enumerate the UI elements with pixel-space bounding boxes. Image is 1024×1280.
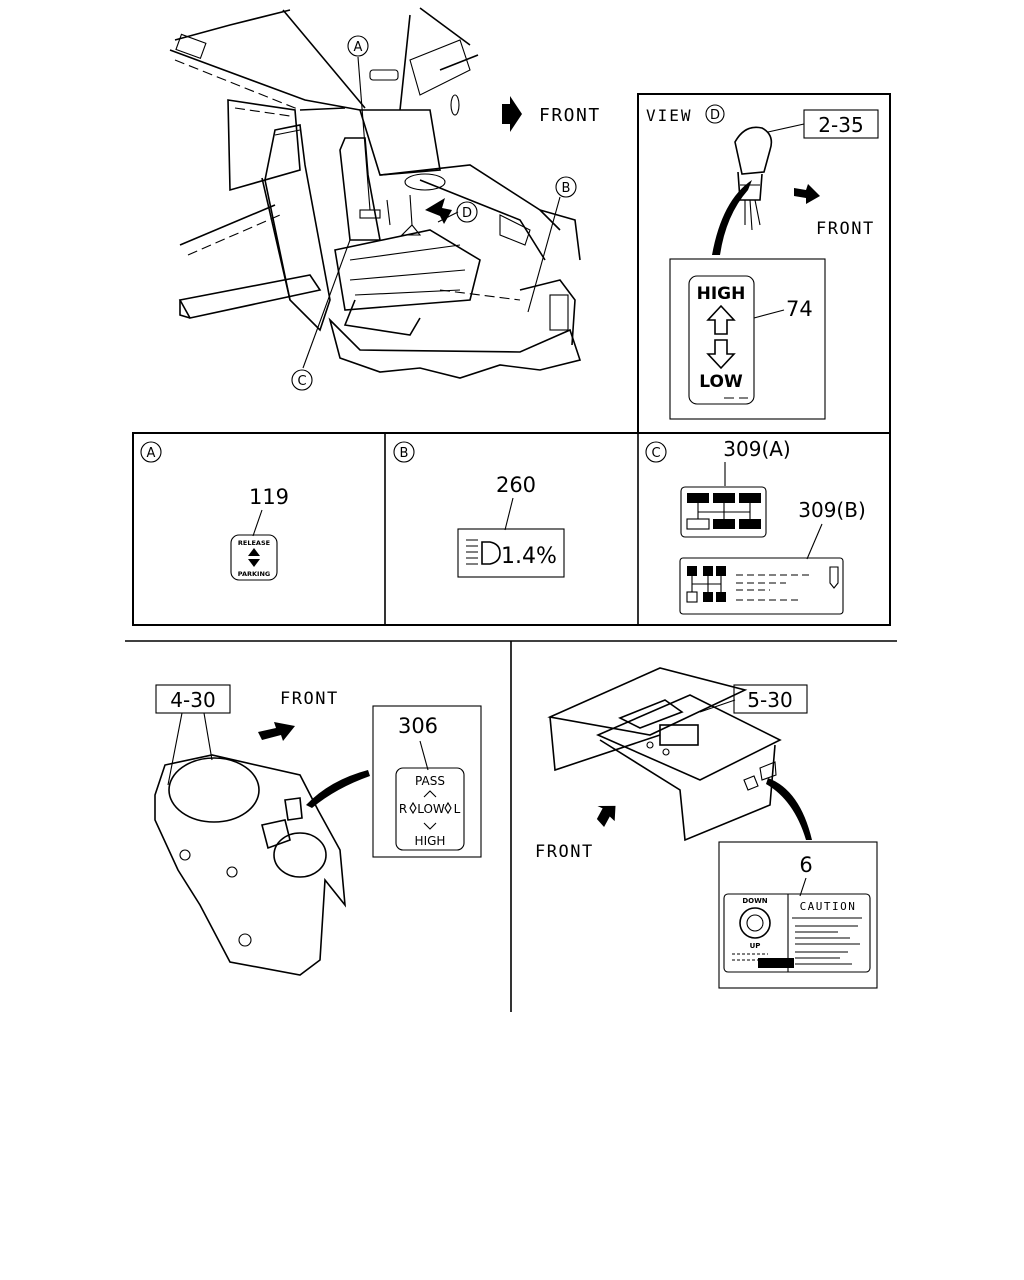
label-high-text: HIGH: [697, 284, 746, 304]
svg-text:B: B: [400, 446, 409, 461]
caution-title: CAUTION: [800, 900, 857, 913]
switch-housing-illustration: [154, 712, 370, 976]
svg-text:PARKING: PARKING: [238, 570, 270, 578]
label-up: UP: [750, 942, 761, 950]
svg-text:C: C: [297, 374, 306, 389]
top-front-label: FRONT: [539, 105, 601, 126]
view-d-front-label: FRONT: [816, 219, 875, 239]
view-d-panel: [637, 93, 891, 434]
high-low-label: [688, 275, 755, 405]
callout-c: C: [291, 369, 313, 391]
svg-text:D: D: [462, 206, 472, 221]
view-d-marker: D: [710, 108, 720, 123]
shift-pattern-label-b: [679, 557, 844, 615]
svg-text:1.4%: 1.4%: [501, 544, 557, 569]
shift-knob-illustration: [712, 126, 773, 255]
release-arrow-icon: [248, 548, 260, 556]
bottom-right-front-arrow: [596, 805, 616, 828]
panel-c: C 309(A) 309(B): [645, 437, 866, 615]
view-d-title: VIEW: [646, 106, 693, 125]
view-d-ref: 2-35: [818, 113, 863, 137]
svg-text:A: A: [147, 446, 156, 461]
label-low: LOW: [417, 802, 445, 816]
label-l: L: [454, 802, 461, 816]
part-74: 74: [786, 297, 813, 321]
part-260: 260: [496, 473, 536, 497]
panel-b: B 260 1.4%: [393, 441, 565, 578]
label-low-text: LOW: [699, 372, 743, 392]
label-down: DOWN: [742, 897, 767, 905]
part-6: 6: [799, 853, 812, 877]
part-306: 306: [398, 714, 438, 738]
callout-b: B: [555, 176, 577, 198]
bottom-left-front-arrow: [258, 722, 295, 741]
label-pass: PASS: [415, 774, 445, 788]
shift-pattern-label-a: [680, 486, 767, 538]
caution-label: [723, 893, 871, 973]
panel-a: A 119 RELEASE PARKING: [140, 441, 289, 581]
callout-a: A: [347, 35, 369, 57]
svg-text:B: B: [562, 181, 571, 196]
bottom-right-front-label: FRONT: [535, 842, 594, 862]
svg-text:A: A: [354, 40, 363, 55]
up-arrow-icon: [706, 304, 736, 335]
view-d-front-arrow: [794, 184, 820, 204]
callout-d: D: [456, 201, 478, 223]
part-119: 119: [249, 485, 289, 509]
headlamp-icon: [481, 541, 501, 565]
label-high: HIGH: [415, 834, 446, 848]
bottom-left-ref: 4-30: [170, 688, 215, 712]
parking-brake-label: [230, 534, 278, 581]
cab-interior-illustration: [169, 7, 582, 379]
bottom-right-ref: 5-30: [747, 688, 792, 712]
parking-arrow-icon: [248, 559, 260, 567]
headlamp-aim-label: [457, 528, 565, 578]
dimmer-switch-label: [395, 767, 465, 851]
svg-text:C: C: [651, 446, 660, 461]
down-arrow-icon: [706, 339, 736, 370]
part-309a: 309(A): [723, 437, 790, 461]
part-309b: 309(B): [798, 498, 866, 522]
svg-text:RELEASE: RELEASE: [238, 539, 270, 547]
chassis-frame-illustration: [547, 667, 812, 842]
label-r: R: [399, 802, 407, 816]
bottom-left-front-label: FRONT: [280, 689, 339, 709]
